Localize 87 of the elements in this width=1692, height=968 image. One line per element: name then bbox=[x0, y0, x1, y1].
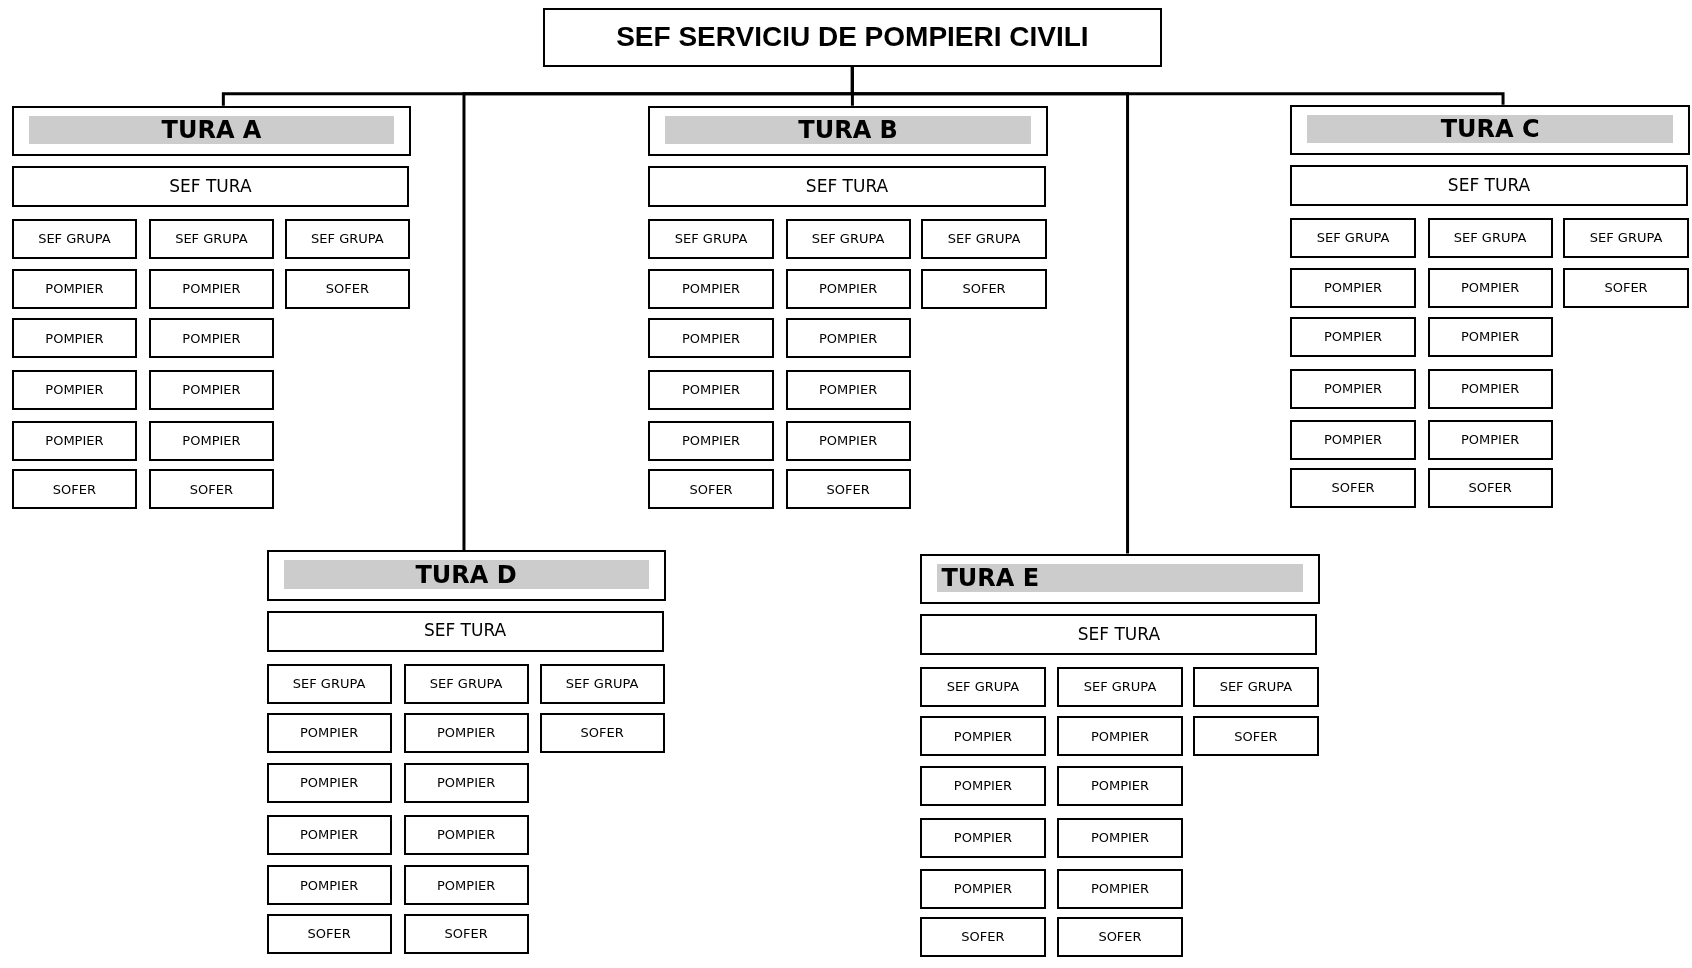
connector-line bbox=[850, 66, 1130, 554]
role-box: SOFER bbox=[266, 913, 392, 954]
role-box: SOFER bbox=[648, 469, 774, 510]
role-box: POMPIER bbox=[785, 370, 911, 410]
role-box: SEF GRUPA bbox=[1290, 217, 1416, 258]
role-box: SOFER bbox=[920, 917, 1046, 958]
role-box: POMPIER bbox=[920, 868, 1046, 909]
role-box: POMPIER bbox=[920, 817, 1046, 858]
role-box: POMPIER bbox=[1057, 766, 1183, 806]
role-box: SOFER bbox=[1290, 468, 1416, 509]
role-box: POMPIER bbox=[785, 420, 911, 461]
role-box: POMPIER bbox=[266, 762, 392, 803]
role-box: POMPIER bbox=[11, 268, 137, 309]
role-box: SOFER bbox=[1057, 917, 1183, 958]
role-box: SEF GRUPA bbox=[1427, 217, 1553, 258]
shift-title-bar: TURA A bbox=[28, 115, 395, 145]
role-box: POMPIER bbox=[403, 865, 529, 906]
role-box: POMPIER bbox=[403, 762, 529, 803]
role-box: SOFER bbox=[1563, 267, 1689, 308]
role-box: SOFER bbox=[1193, 716, 1319, 757]
role-box: SOFER bbox=[785, 469, 911, 510]
shift-header-box bbox=[1290, 104, 1690, 156]
role-box: POMPIER bbox=[1290, 267, 1416, 308]
role-box: SEF GRUPA bbox=[403, 663, 529, 704]
shift-title-bar: TURA E bbox=[937, 563, 1303, 593]
role-box: POMPIER bbox=[1427, 267, 1553, 308]
role-box: SEF GRUPA bbox=[284, 219, 410, 259]
role-box: POMPIER bbox=[148, 268, 275, 309]
role-box: POMPIER bbox=[1427, 419, 1553, 460]
role-box: POMPIER bbox=[785, 318, 911, 359]
title-box: SEF SERVICIU DE POMPIERI CIVILI bbox=[542, 7, 1163, 67]
role-box: SEF GRUPA bbox=[11, 219, 137, 259]
role-box: SOFER bbox=[1427, 468, 1553, 509]
role-box: POMPIER bbox=[11, 318, 137, 359]
role-box: POMPIER bbox=[266, 713, 392, 754]
role-box: SEF GRUPA bbox=[648, 219, 774, 259]
role-box: POMPIER bbox=[148, 370, 275, 410]
role-box: SEF GRUPA bbox=[1193, 666, 1319, 707]
shift-header-box bbox=[11, 105, 412, 157]
shift-title-bar: TURA D bbox=[283, 560, 649, 589]
role-box: POMPIER bbox=[148, 318, 275, 359]
shift-title-bar: TURA B bbox=[665, 115, 1031, 145]
role-box: POMPIER bbox=[11, 370, 137, 410]
shift-header-box bbox=[648, 105, 1048, 157]
role-box: POMPIER bbox=[1057, 817, 1183, 858]
role-box: POMPIER bbox=[403, 814, 529, 855]
role-box: POMPIER bbox=[648, 420, 774, 461]
role-box: POMPIER bbox=[148, 420, 275, 461]
role-box: SOFER bbox=[403, 913, 529, 954]
role-box: POMPIER bbox=[648, 318, 774, 359]
shift-leader-box: SEF TURA bbox=[1290, 165, 1688, 207]
role-box: SEF GRUPA bbox=[539, 663, 665, 704]
role-box: POMPIER bbox=[648, 370, 774, 410]
role-box: POMPIER bbox=[1290, 369, 1416, 409]
role-box: POMPIER bbox=[1290, 419, 1416, 460]
shift-leader-box: SEF TURA bbox=[648, 166, 1046, 208]
role-box: SOFER bbox=[284, 268, 410, 309]
role-box: POMPIER bbox=[785, 268, 911, 309]
role-box: SOFER bbox=[921, 268, 1047, 309]
role-box: SEF GRUPA bbox=[1563, 217, 1689, 258]
role-box: POMPIER bbox=[1057, 868, 1183, 909]
role-box: POMPIER bbox=[11, 420, 137, 461]
role-box: SEF GRUPA bbox=[921, 219, 1047, 259]
role-box: SEF GRUPA bbox=[920, 666, 1046, 707]
role-box: POMPIER bbox=[403, 713, 529, 754]
role-box: POMPIER bbox=[920, 716, 1046, 757]
shift-header-box bbox=[266, 550, 666, 601]
shift-header-box bbox=[920, 553, 1320, 605]
shift-leader-box: SEF TURA bbox=[920, 613, 1318, 655]
role-box: POMPIER bbox=[266, 865, 392, 906]
role-box: SOFER bbox=[539, 713, 665, 754]
shift-title-bar: TURA C bbox=[1307, 114, 1673, 144]
shift-leader-box: SEF TURA bbox=[11, 166, 409, 208]
role-box: SEF GRUPA bbox=[266, 663, 392, 704]
role-box: POMPIER bbox=[1290, 317, 1416, 358]
role-box: POMPIER bbox=[1427, 317, 1553, 358]
role-box: POMPIER bbox=[920, 766, 1046, 806]
role-box: SEF GRUPA bbox=[785, 219, 911, 259]
role-box: SOFER bbox=[148, 469, 275, 510]
role-box: POMPIER bbox=[648, 268, 774, 309]
shift-leader-box: SEF TURA bbox=[266, 610, 664, 652]
role-box: POMPIER bbox=[266, 814, 392, 855]
role-box: SEF GRUPA bbox=[148, 219, 275, 259]
role-box: SEF GRUPA bbox=[1057, 666, 1183, 707]
role-box: POMPIER bbox=[1057, 716, 1183, 757]
role-box: POMPIER bbox=[1427, 369, 1553, 409]
role-box: SOFER bbox=[11, 469, 137, 510]
